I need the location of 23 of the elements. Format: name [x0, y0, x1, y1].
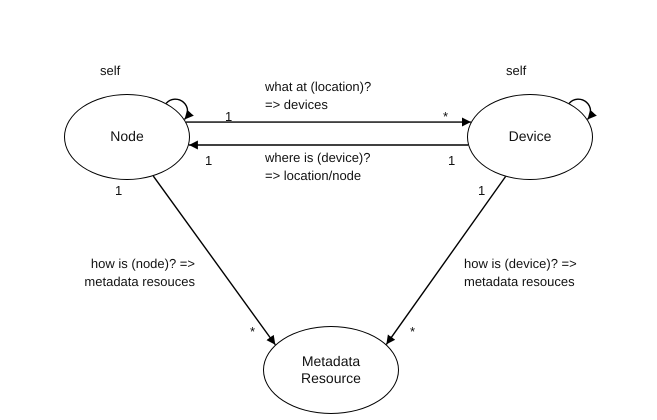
multiplicity-label: 1	[115, 182, 122, 200]
edge-label: how is (device)? => metadata resouces	[464, 255, 578, 290]
arrow	[188, 140, 468, 150]
multiplicity-label: 1	[205, 152, 212, 170]
multiplicity-label: *	[250, 323, 256, 341]
edge-label: what at (location)? => devices	[265, 78, 372, 114]
edge-label: where is (device)? => location/node	[265, 149, 372, 184]
edge-label: self	[506, 62, 528, 80]
arrow	[568, 98, 597, 120]
multiplicity-label: *	[443, 108, 448, 126]
arrow	[186, 118, 471, 127]
edge-label: how is (node)? => metadata resouces	[83, 255, 195, 290]
multiplicity-label: 1	[478, 182, 486, 200]
edge-label: self	[100, 62, 122, 80]
node-label: Metadata Resource	[300, 352, 362, 388]
multiplicity-label: 1	[448, 152, 456, 170]
arrow	[152, 176, 276, 346]
node-label: Node	[109, 128, 145, 146]
multiplicity-label: *	[410, 323, 416, 341]
arrow	[386, 176, 506, 345]
arrow	[166, 98, 194, 120]
multiplicity-label: 1	[225, 108, 232, 126]
node-label: Device	[508, 128, 552, 146]
